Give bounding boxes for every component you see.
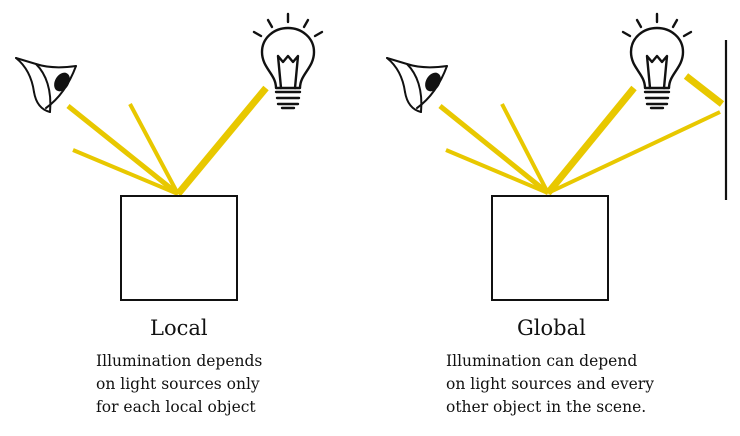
ray-scatter-1 (128, 103, 180, 195)
global-description-line: other object in the scene. (446, 398, 647, 416)
ray-to-bulb (545, 85, 637, 196)
ray-to-eye (438, 104, 550, 195)
global-description-line: on light sources and every (446, 375, 654, 393)
ray-to-wall (547, 110, 721, 195)
local-title: Local (150, 316, 208, 340)
ray-to-bulb (175, 85, 269, 197)
local-description-line: Illumination depends (96, 352, 263, 370)
ray-scatter-2 (72, 148, 179, 196)
eye-icon (386, 57, 448, 113)
global-description-line: Illumination can depend (446, 352, 638, 370)
global-title: Global (517, 316, 586, 340)
ray-scatter-2 (445, 148, 549, 195)
global-object-box (491, 195, 609, 301)
local-description: Illumination depends on light sources on… (96, 350, 262, 419)
light-bulb-icon (252, 12, 324, 110)
global-description: Illumination can depend on light sources… (446, 350, 654, 419)
local-light-rays (66, 85, 269, 197)
global-panel (386, 12, 728, 301)
local-object-box (120, 195, 238, 301)
ray-bulb-to-wall (683, 73, 725, 107)
local-description-line: on light sources only (96, 375, 260, 393)
light-bulb-icon (621, 12, 693, 110)
ray-to-eye (66, 104, 180, 196)
global-light-rays (438, 73, 725, 196)
local-description-line: for each local object (96, 398, 256, 416)
ray-scatter-1 (500, 103, 550, 194)
local-panel (15, 12, 324, 301)
eye-icon (15, 57, 77, 113)
